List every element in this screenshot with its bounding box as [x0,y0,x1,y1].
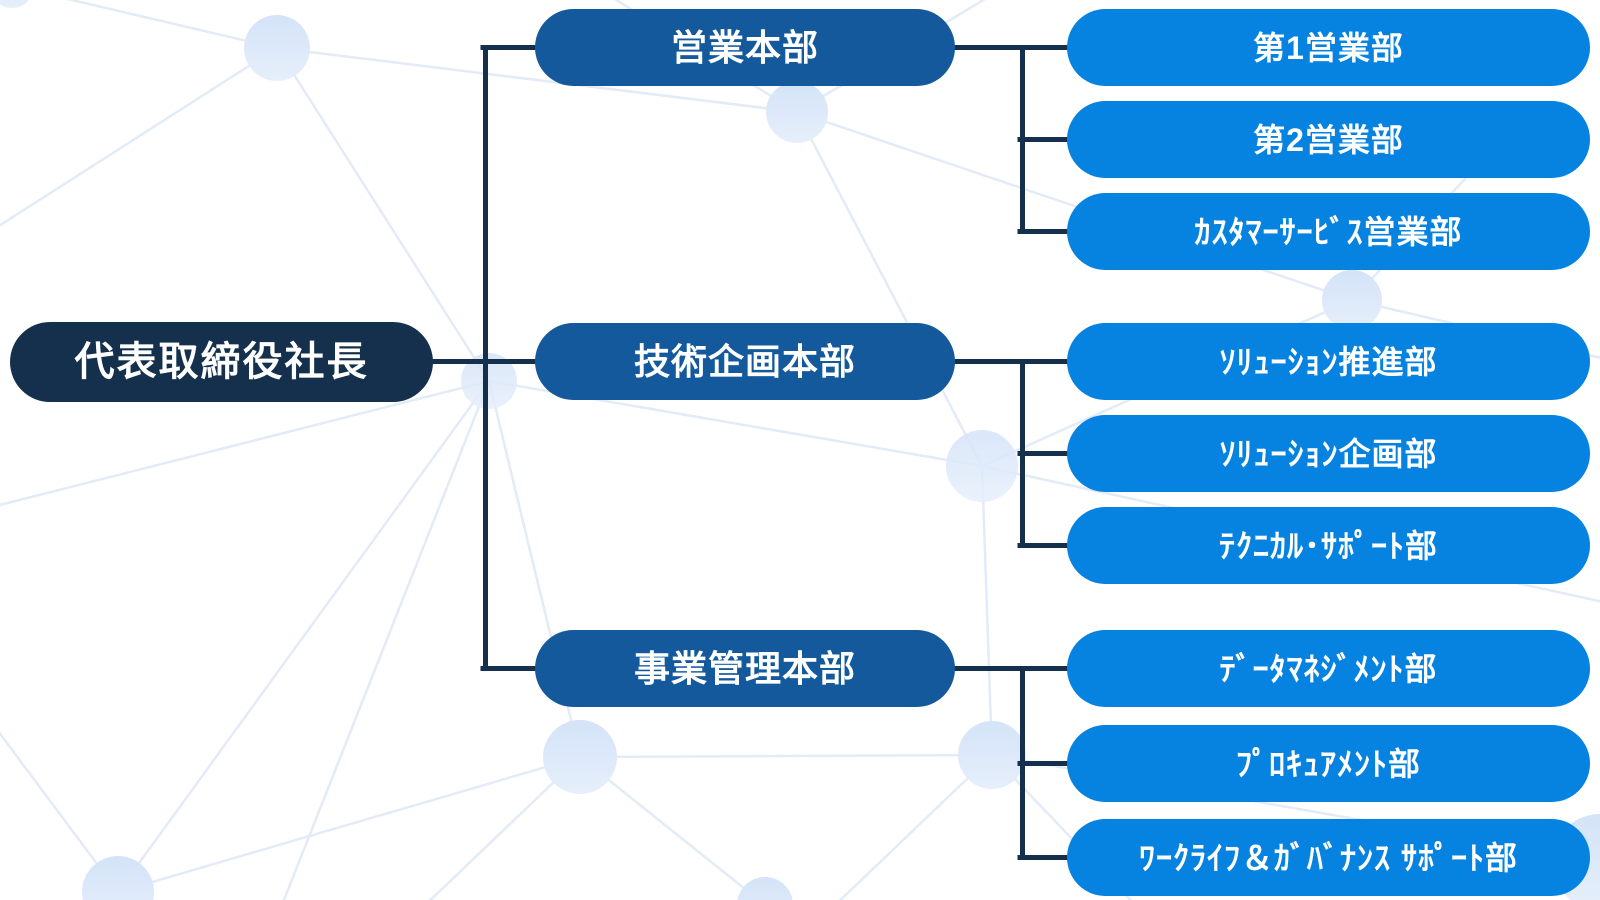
dept-node-technical-support: ﾃｸﾆｶﾙ･ｻﾎﾟｰﾄ部 [1067,507,1590,584]
dept-node-procurement: ﾌﾟﾛｷｭｱﾒﾝﾄ部 [1067,725,1590,802]
dept-node-solution-promotion: ｿﾘｭｰｼｮﾝ推進部 [1067,323,1590,400]
dept-node-worklife-governance-support: ﾜｰｸﾗｲﾌ＆ｶﾞﾊﾞﾅﾝｽ ｻﾎﾟｰﾄ部 [1067,819,1590,896]
division-node-sales: 営業本部 [535,9,955,86]
division-node-business-admin: 事業管理本部 [535,630,955,707]
dept-node-sales-1: 第1営業部 [1067,9,1590,86]
ceo-node: 代表取締役社長 [10,322,433,402]
dept-node-customer-service-sales: ｶｽﾀﾏｰｻｰﾋﾞｽ営業部 [1067,193,1590,270]
division-node-tech-planning: 技術企画本部 [535,323,955,400]
dept-node-solution-planning: ｿﾘｭｰｼｮﾝ企画部 [1067,415,1590,492]
dept-node-sales-2: 第2営業部 [1067,101,1590,178]
dept-node-data-management: ﾃﾞｰﾀﾏﾈｼﾞﾒﾝﾄ部 [1067,630,1590,707]
